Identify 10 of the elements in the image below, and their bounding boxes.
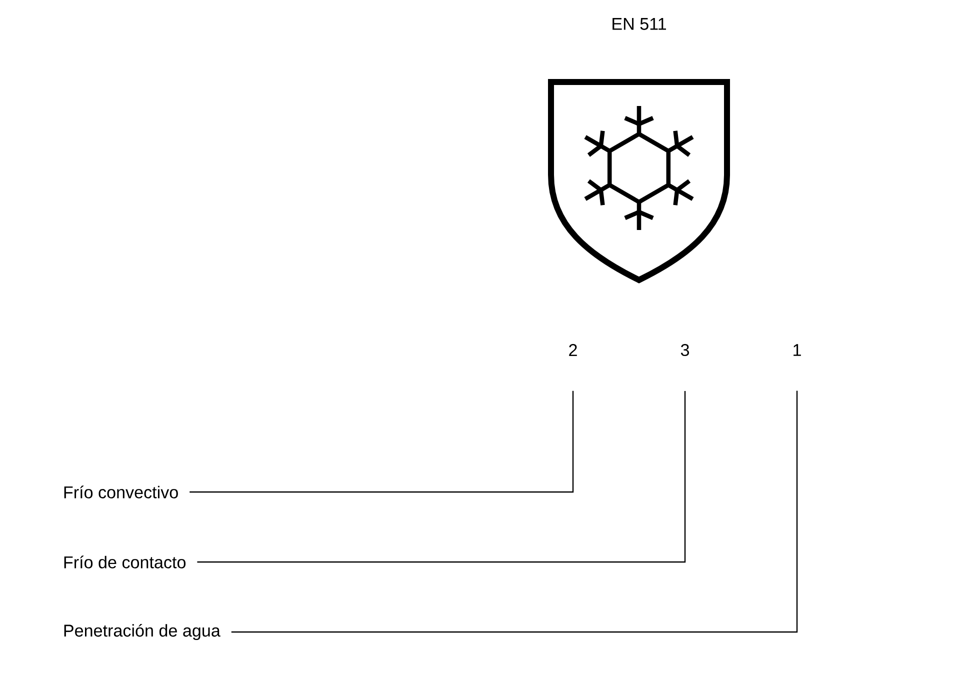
- callout-number: 1: [794, 344, 801, 356]
- callout-number: 3: [680, 344, 689, 356]
- description-text: Frío convectivo: [64, 486, 178, 498]
- description-text: Frío de contacto: [64, 556, 186, 568]
- leader-line: [231, 390, 798, 633]
- description-text: Penetración de agua: [64, 624, 220, 640]
- standard-label: EN 511: [612, 18, 666, 30]
- leader-line: [190, 390, 574, 493]
- leader-line: [197, 390, 686, 563]
- callout-number: 2: [569, 344, 577, 356]
